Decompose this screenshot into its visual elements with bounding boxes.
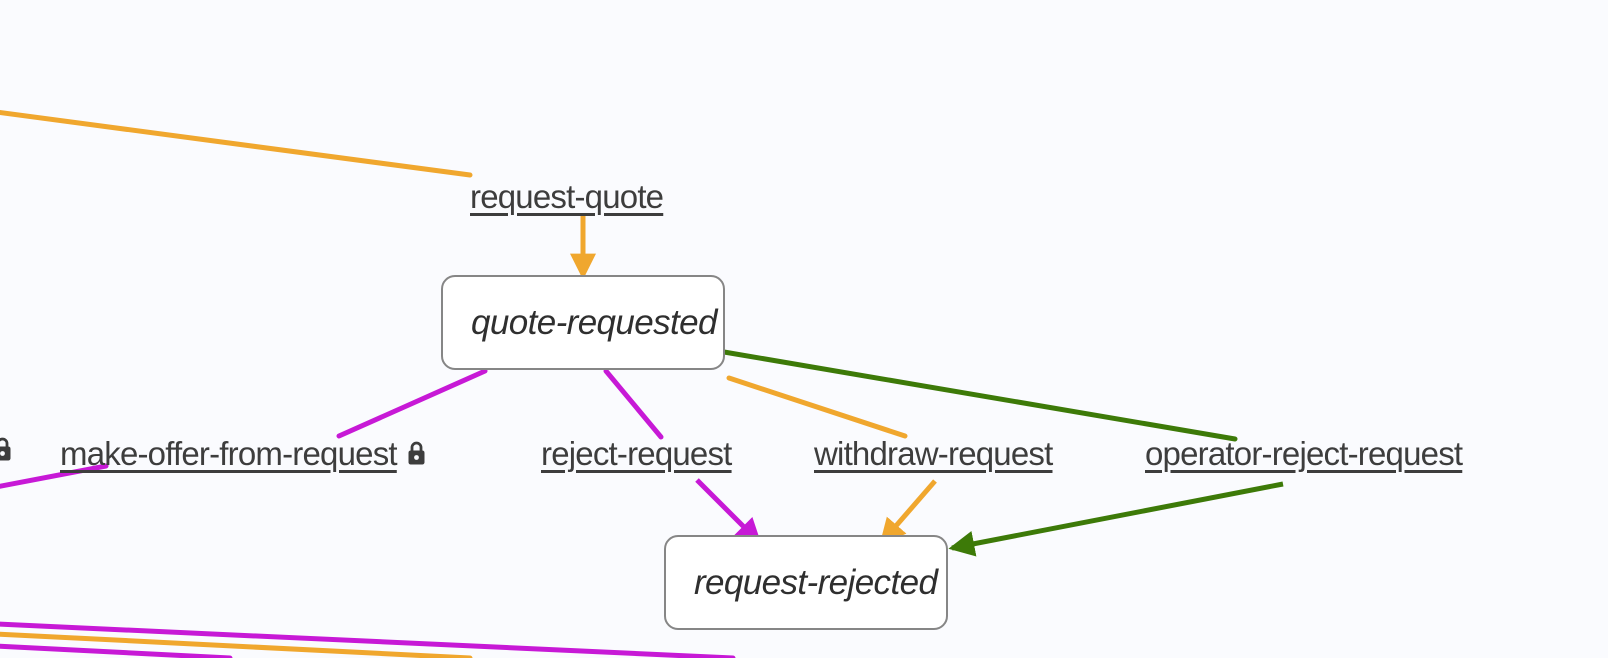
edge-quote-requested-to-withdraw-request bbox=[726, 375, 908, 439]
transition-label-reject-request[interactable]: reject-request bbox=[541, 437, 732, 470]
transition-label-withdraw-request[interactable]: withdraw-request bbox=[814, 435, 1053, 472]
transition-label-request-quote[interactable]: request-quote bbox=[470, 178, 664, 215]
lock-icon bbox=[0, 437, 13, 462]
transition-label-operator-reject-request[interactable]: operator-reject-request bbox=[1145, 435, 1463, 472]
lock-icon bbox=[406, 441, 427, 466]
state-node-quote-requested[interactable]: quote-requested bbox=[441, 275, 725, 370]
transition-label-truncated-left[interactable] bbox=[0, 437, 13, 462]
edge-incoming-request-quote bbox=[0, 110, 473, 178]
edge-quote-requested-to-make-offer-from-request bbox=[336, 368, 488, 439]
state-node-request-rejected[interactable]: request-rejected bbox=[664, 535, 948, 630]
edge-reject-request-to-request-rejected bbox=[695, 478, 762, 545]
transition-text-reject-request: reject-request bbox=[541, 435, 732, 472]
state-label-quote-requested: quote-requested bbox=[471, 303, 718, 342]
edge-bottom-magenta-upper bbox=[0, 621, 736, 658]
edge-withdraw-request-to-request-rejected bbox=[879, 479, 937, 545]
transition-text-make-offer-from-request: make-offer-from-request bbox=[60, 435, 398, 472]
transition-label-make-offer-from-request[interactable]: make-offer-from-request bbox=[60, 437, 427, 470]
edge-bottom-orange bbox=[0, 631, 473, 658]
edge-operator-reject-request-to-request-rejected bbox=[948, 481, 1284, 557]
state-label-request-rejected: request-rejected bbox=[694, 563, 938, 602]
transition-text-operator-reject-request: operator-reject-request bbox=[1145, 435, 1463, 472]
edge-quote-requested-to-reject-request bbox=[603, 368, 664, 440]
transition-text-withdraw-request: withdraw-request bbox=[814, 435, 1053, 472]
edge-quote-requested-to-operator-reject-request bbox=[721, 349, 1238, 442]
transition-text-request-quote: request-quote bbox=[470, 178, 664, 215]
edge-bottom-magenta-lower bbox=[0, 643, 233, 658]
